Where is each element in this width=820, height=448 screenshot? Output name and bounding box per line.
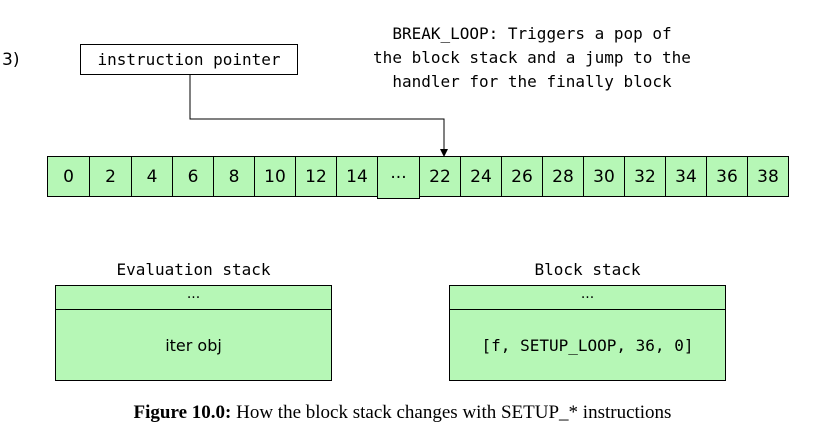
strip-cell: 38 — [747, 156, 789, 197]
step-label: 3) — [2, 50, 20, 70]
break-loop-note: BREAK_LOOP: Triggers a pop of the block … — [373, 24, 691, 91]
evaluation-stack-top: ··· — [56, 286, 331, 310]
strip-cell: 6 — [172, 156, 214, 197]
evaluation-stack-entry: iter obj — [165, 336, 222, 355]
strip-cell: 26 — [501, 156, 543, 197]
strip-cell: 2 — [89, 156, 132, 197]
block-stack-title: Block stack — [534, 260, 641, 279]
strip-cell: 14 — [336, 156, 378, 197]
strip-cell: 28 — [542, 156, 584, 197]
evaluation-stack-title: Evaluation stack — [116, 260, 271, 279]
strip-cell: 22 — [419, 156, 461, 197]
strip-cell: 34 — [665, 156, 707, 197]
figure-caption: Figure 10.0: How the block stack changes… — [0, 402, 805, 424]
strip-cell: 32 — [624, 156, 666, 197]
figure-caption-prefix: Figure 10.0: — [133, 402, 232, 423]
strip-cell: 8 — [213, 156, 255, 197]
strip-cell: 12 — [295, 156, 337, 197]
block-stack: ··· [f, SETUP_LOOP, 36, 0] — [449, 285, 726, 381]
evaluation-stack: ··· iter obj — [55, 285, 332, 381]
figure-caption-text: How the block stack changes with SETUP_*… — [231, 402, 672, 423]
strip-cell: 24 — [460, 156, 502, 197]
block-stack-top: ··· — [450, 286, 725, 310]
strip-cell: 4 — [131, 156, 173, 197]
strip-cell: 10 — [254, 156, 296, 197]
strip-cell: 30 — [583, 156, 625, 197]
strip-cell-ellipsis: ··· — [377, 156, 420, 199]
instruction-pointer-box: instruction pointer — [80, 44, 298, 75]
strip-cell: 0 — [47, 156, 90, 197]
instruction-pointer-label: instruction pointer — [97, 50, 281, 69]
block-stack-entry: [f, SETUP_LOOP, 36, 0] — [481, 336, 694, 355]
strip-cell: 36 — [706, 156, 748, 197]
